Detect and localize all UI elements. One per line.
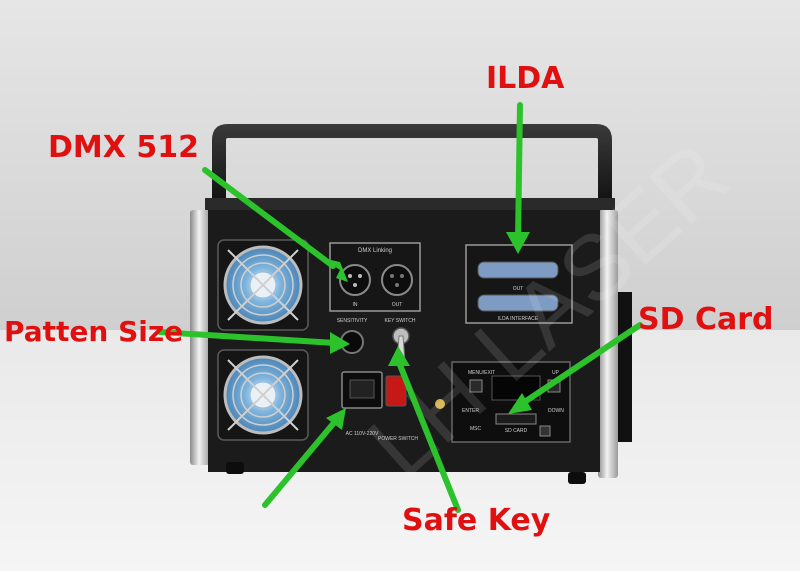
menu-button[interactable]: [469, 379, 483, 393]
sd-control-panel: MENU/EXIT UP ENTER DOWN SD CARD MSC: [451, 361, 571, 443]
enter-label: ENTER: [462, 408, 479, 414]
ilda-out-label: OUT: [513, 286, 524, 292]
arrow-sd: [517, 322, 643, 408]
fan-bottom: [217, 349, 309, 441]
ac-input-label: AC 110V-220V: [346, 431, 379, 437]
sd-card-label: SD CARD: [505, 428, 528, 434]
sensitivity-label: SENSITIVITY: [337, 318, 368, 324]
dmx-linking-label: DMX Linking: [358, 248, 392, 254]
dmx-out-label: OUT: [392, 302, 403, 308]
callout-patten-size: Patten Size: [4, 315, 184, 348]
callout-sd-card: SD Card: [638, 302, 774, 337]
dmx-in-label: IN: [353, 302, 358, 308]
msc-label: MSC: [470, 426, 482, 432]
carry-handle: [212, 124, 612, 205]
arrow-patten: [157, 329, 338, 346]
power-switch-label: POWER SWITCH: [378, 436, 418, 442]
callout-ilda: ILDA: [486, 61, 565, 96]
dmx-out-connector: [381, 264, 413, 296]
ilda-out-connector: [477, 294, 559, 312]
ilda-in-connector: [477, 261, 559, 279]
fan-top: [217, 239, 309, 331]
menu-exit-label: MENU/EXIT: [468, 370, 495, 376]
chassis-top: [205, 198, 615, 212]
power-switch[interactable]: [385, 375, 407, 407]
callout-safe-key: Safe Key: [402, 503, 551, 538]
down-label: DOWN: [548, 408, 564, 414]
arrow-dmx: [202, 167, 336, 269]
dmx-connector-plate: DMX Linking IN OUT: [329, 242, 421, 312]
callout-dmx-512: DMX 512: [48, 130, 199, 165]
key-switch-label: KEY SWITCH: [384, 318, 415, 324]
ground-screw: [435, 399, 445, 409]
arrow-ac: [262, 415, 341, 508]
arrow-safe: [395, 357, 461, 513]
dmx-in-connector: [339, 264, 371, 296]
callout-arrows: [157, 102, 643, 513]
sd-card-slot: [495, 413, 537, 425]
arrow-ilda: [515, 102, 523, 243]
ilda-connector-plate: OUT ILDA INTERFACE: [465, 244, 573, 324]
ilda-interface-label: ILDA INTERFACE: [498, 316, 539, 322]
foot-right: [568, 472, 586, 484]
up-label: UP: [552, 370, 560, 376]
foot-left: [226, 462, 244, 474]
